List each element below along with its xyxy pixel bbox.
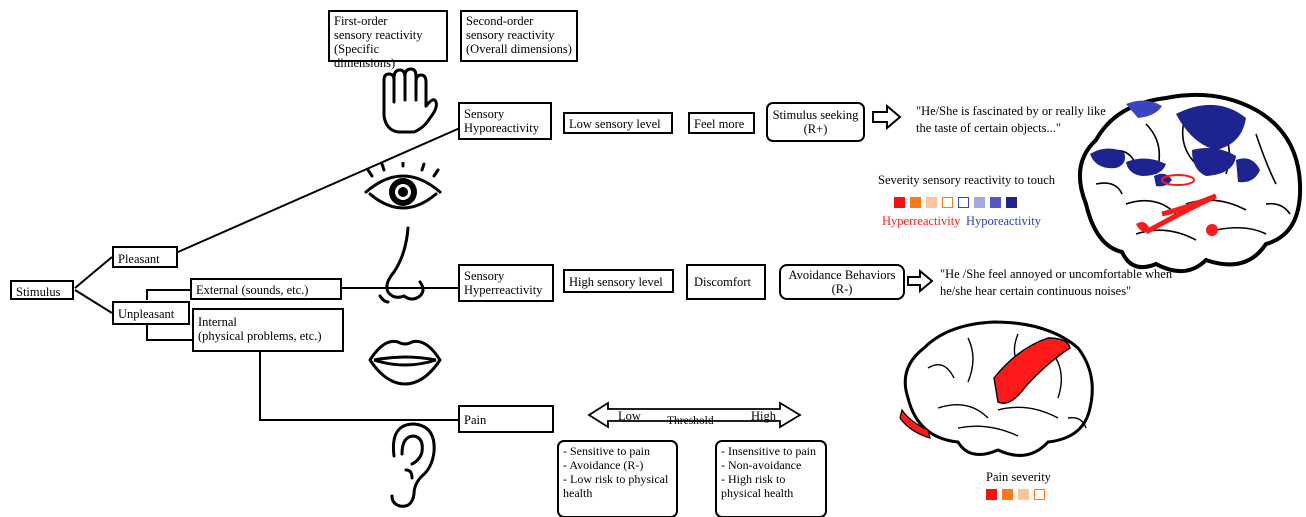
touch-severity-swatch-1 xyxy=(894,197,905,208)
sensory-hyperreactivity-box: Sensory Hyperreactivity xyxy=(458,264,554,302)
touch-severity-swatch-4 xyxy=(942,197,953,208)
pain-box: Pain xyxy=(458,405,554,433)
touch-severity-swatches xyxy=(894,195,1022,213)
low-threshold-outcomes-box: - Sensitive to pain - Avoidance (R-) - L… xyxy=(557,440,678,517)
pain-severity-swatch-2 xyxy=(1002,489,1013,500)
pain-severity-title: Pain severity xyxy=(986,470,1051,484)
high-sensory-level-box: High sensory level xyxy=(563,269,674,293)
first-order-header: First-order sensory reactivity (Specific… xyxy=(328,10,448,70)
stimulus-box: Stimulus xyxy=(10,280,74,300)
brain-hypo-hyper-icon xyxy=(1078,92,1303,273)
unpleasant-box: Unpleasant xyxy=(112,301,190,325)
nose-icon xyxy=(378,226,425,304)
touch-severity-swatch-8 xyxy=(1006,197,1017,208)
touch-severity-swatch-3 xyxy=(926,197,937,208)
internal-box: Internal (physical problems, etc.) xyxy=(192,308,344,352)
feel-more-box: Feel more xyxy=(688,112,755,134)
hypo-example-quote: "He/She is fascinated by or really like … xyxy=(916,104,1106,135)
pain-severity-swatches xyxy=(986,487,1050,505)
pain-severity-swatch-4 xyxy=(1034,489,1045,500)
ear-icon xyxy=(390,422,436,508)
pleasant-box: Pleasant xyxy=(112,246,178,268)
eye-icon xyxy=(364,162,442,210)
high-threshold-outcomes-box: - Insensitive to pain - Non-avoidance - … xyxy=(715,440,827,517)
hyper-example-quote: "He /She feel annoyed or uncomfortable w… xyxy=(940,267,1173,298)
hyperreactivity-label: Hyperreactivity xyxy=(882,214,961,228)
touch-severity-swatch-2 xyxy=(910,197,921,208)
hand-icon xyxy=(382,67,438,134)
stimulus-seeking-box: Stimulus seeking (R+) xyxy=(766,102,865,142)
low-sensory-level-box: Low sensory level xyxy=(563,112,673,134)
threshold-high-label: High xyxy=(751,409,776,423)
second-order-header: Second-order sensory reactivity (Overall… xyxy=(460,10,578,62)
touch-severity-title: Severity sensory reactivity to touch xyxy=(878,173,1056,187)
discomfort-box: Discomfort xyxy=(686,264,766,300)
touch-severity-swatch-5 xyxy=(958,197,969,208)
brain-pain-icon xyxy=(899,320,1094,457)
threshold-low-label: Low xyxy=(618,409,641,423)
avoidance-behaviors-box: Avoidance Behaviors (R-) xyxy=(779,264,905,300)
hyporeactivity-label: Hyporeactivity xyxy=(966,214,1041,228)
sensory-hyporeactivity-box: Sensory Hyporeactivity xyxy=(458,102,552,140)
pain-severity-swatch-3 xyxy=(1018,489,1029,500)
mouth-icon xyxy=(368,339,442,386)
touch-severity-swatch-6 xyxy=(974,197,985,208)
external-box: External (sounds, etc.) xyxy=(190,278,342,300)
touch-severity-swatch-7 xyxy=(990,197,1001,208)
threshold-double-arrow xyxy=(587,401,802,429)
threshold-label: Threshold xyxy=(667,415,714,427)
pain-severity-swatch-1 xyxy=(986,489,997,500)
